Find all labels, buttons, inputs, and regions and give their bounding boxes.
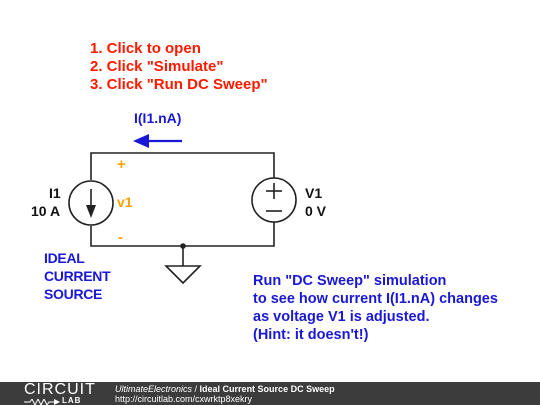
circuitlab-logo-text[interactable]: CIRCUIT xyxy=(24,381,96,398)
voltage-source-body xyxy=(251,177,297,223)
current-arrow-head-icon xyxy=(86,205,96,218)
ground-symbol xyxy=(164,265,202,285)
instruction-2[interactable]: 2. Click "Simulate" xyxy=(90,58,224,75)
instruction-3[interactable]: 3. Click "Run DC Sweep" xyxy=(90,76,268,93)
top-wire xyxy=(90,152,275,180)
note-line-1: Run "DC Sweep" simulation xyxy=(253,273,447,289)
node-label-v1: v1 xyxy=(117,194,133,210)
current-source-name: I1 xyxy=(49,185,61,201)
current-probe-arrow-icon xyxy=(133,134,182,148)
junction-dot xyxy=(180,243,186,249)
current-source-value: 10 A xyxy=(31,203,61,219)
footer-bar: CIRCUIT LAB UltimateElectronics / Ideal … xyxy=(0,382,540,405)
voltage-source-v1[interactable] xyxy=(251,177,297,223)
source-label-line-1: IDEAL xyxy=(44,250,85,266)
footer-url[interactable]: http://circuitlab.com/cxwrktp8xekry xyxy=(115,394,253,404)
note-line-2: to see how current I(I1.nA) changes xyxy=(253,291,498,307)
footer-title-line: UltimateElectronics / Ideal Current Sour… xyxy=(115,384,335,394)
instruction-1[interactable]: 1. Click to open xyxy=(90,40,201,57)
footer-title[interactable]: Ideal Current Source DC Sweep xyxy=(199,384,335,394)
voltage-source-name: V1 xyxy=(305,185,323,201)
footer-separator: / xyxy=(192,384,200,394)
current-source-i1[interactable] xyxy=(68,180,114,226)
resistor-zigzag-icon xyxy=(24,399,60,405)
footer-author[interactable]: UltimateElectronics xyxy=(115,384,193,394)
polarity-minus: - xyxy=(118,229,123,246)
polarity-plus: + xyxy=(117,156,126,173)
note-line-4: (Hint: it doesn't!) xyxy=(253,327,369,343)
note-line-3: as voltage V1 is adjusted. xyxy=(253,309,430,325)
source-label-line-2: CURRENT xyxy=(44,268,111,284)
current-probe-label: I(I1.nA) xyxy=(134,110,182,126)
logo-lab-text: LAB xyxy=(62,396,82,405)
voltage-source-value: 0 V xyxy=(305,203,327,219)
source-label-line-3: SOURCE xyxy=(44,286,103,302)
